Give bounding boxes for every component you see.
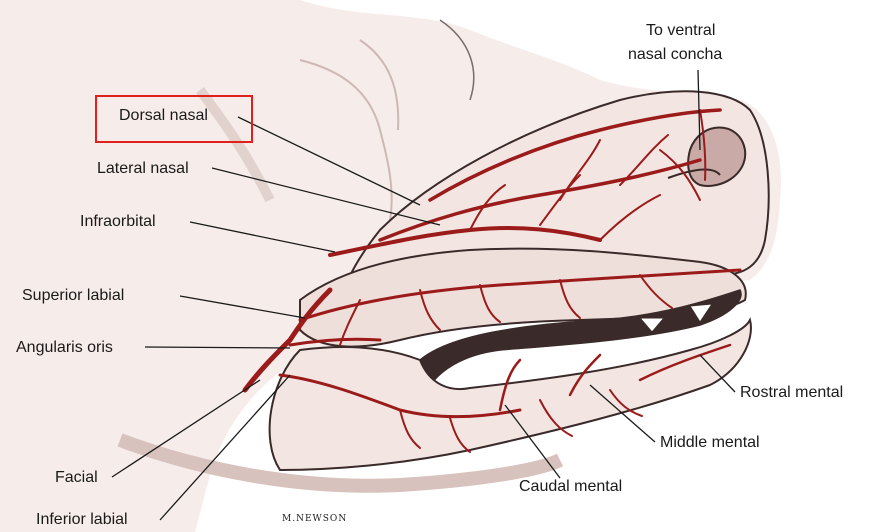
label-to-ventral-line1: To ventral xyxy=(646,22,715,40)
label-infraorbital: Infraorbital xyxy=(80,213,156,231)
label-dorsal-nasal: Dorsal nasal xyxy=(119,107,208,125)
label-to-ventral-line2: nasal concha xyxy=(628,46,722,64)
label-rostral-mental: Rostral mental xyxy=(740,384,843,402)
label-inferior-labial: Inferior labial xyxy=(36,511,128,529)
label-middle-mental: Middle mental xyxy=(660,434,760,452)
label-lateral-nasal: Lateral nasal xyxy=(97,160,189,178)
artist-signature: M.NEWSON xyxy=(282,514,347,524)
label-caudal-mental: Caudal mental xyxy=(519,478,622,496)
label-superior-labial: Superior labial xyxy=(22,287,124,305)
label-angularis-oris: Angularis oris xyxy=(16,339,113,357)
label-facial: Facial xyxy=(55,469,98,487)
